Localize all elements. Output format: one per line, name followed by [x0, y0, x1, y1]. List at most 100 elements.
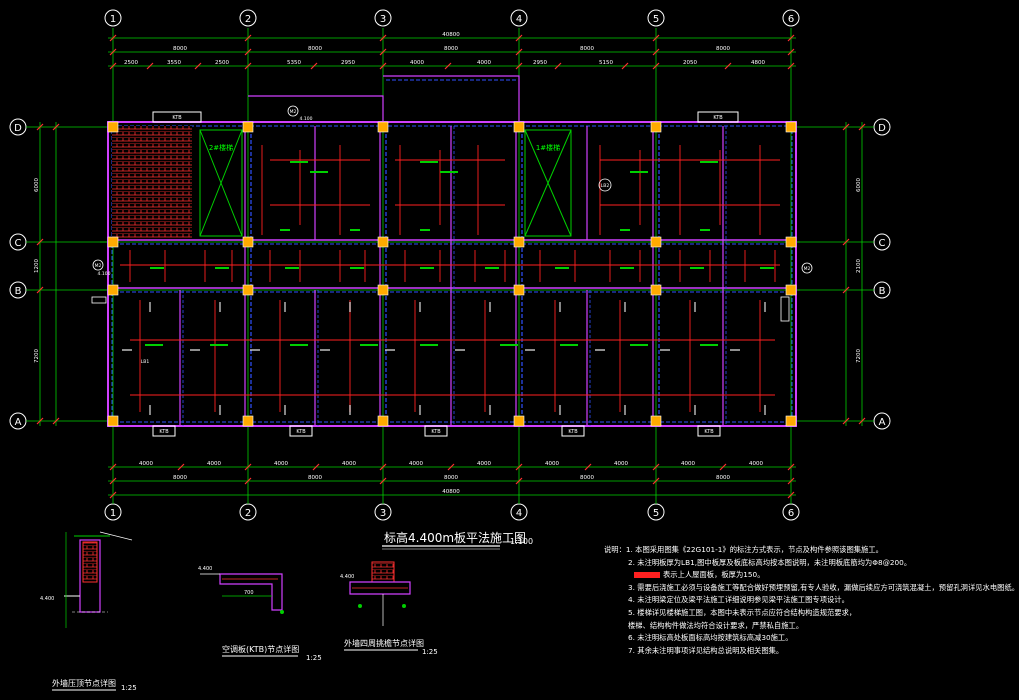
hatched-slab-zone	[112, 126, 192, 238]
detail-level: 4.400	[40, 596, 54, 602]
grid-label-6-bottom: 6	[788, 508, 794, 519]
grid-label-d-right: D	[878, 123, 886, 134]
ktb-top	[152, 111, 739, 437]
building-outline	[107, 75, 797, 427]
grid-label-1-bottom: 1	[110, 508, 116, 519]
dim-sub-top: 4000	[477, 60, 491, 66]
legend-swatch	[634, 572, 660, 579]
mark-label: M2	[290, 109, 297, 115]
note-item: 1. 本图采用图集《22G101-1》的标注方式表示，节点及构件参照该图集施工。	[625, 545, 883, 554]
grid-label-2-top: 2	[245, 14, 251, 25]
grid-label-d-left: D	[14, 123, 22, 134]
stair-label-1: 1#楼梯	[536, 143, 560, 152]
dim-bay-bottom: 8000	[580, 475, 594, 481]
grid-label-1-top: 1	[110, 14, 116, 25]
dim-sub-bottom: 4000	[477, 461, 491, 467]
dim-left: 6000	[34, 178, 40, 192]
grid-label-5-bottom: 5	[653, 508, 659, 519]
dim-bay-bottom: 8000	[444, 475, 458, 481]
grid-label-2-bottom: 2	[245, 508, 251, 519]
dim-sub-bottom: 4000	[207, 461, 221, 467]
stair-label-2: 2#楼梯	[209, 143, 233, 152]
dim-right: 2100	[856, 259, 862, 273]
grid-label-4-top: 4	[516, 14, 522, 25]
slab-label-lb2: LB2	[601, 183, 610, 189]
notes-label: 说明：	[604, 545, 626, 554]
ktb-label: KTB	[431, 429, 441, 435]
legend-text: 表示上人屋面板，板厚为150。	[663, 570, 765, 580]
columns	[107, 121, 797, 427]
drawing-title: 标高4.400m板平法施工图	[384, 530, 526, 545]
ktb-label: KTB	[296, 429, 306, 435]
dim-sub-top: 2950	[341, 60, 355, 66]
dim-bay-top: 8000	[308, 46, 322, 52]
note-item: 4. 未注明梁定位及梁平法施工详细说明参见梁平法施工图专项设计。	[628, 595, 849, 605]
dim-bay-top: 8000	[580, 46, 594, 52]
cad-drawing: 1 2 3 4 5 6 1 2 3 4 5 6 D C B A D C B A	[9, 9, 891, 692]
detail-title: 空调板(KTB)节点详图	[222, 644, 299, 654]
dim-right: 7200	[856, 349, 862, 363]
grid-label-5-top: 5	[653, 14, 659, 25]
note-item: 6. 未注明标高处板面标高均按建筑标高减30施工。	[628, 633, 793, 643]
dim-bay-bottom: 8000	[173, 475, 187, 481]
grid-axes-top	[104, 9, 800, 27]
ktb-label: KTB	[713, 115, 723, 121]
dim-sub-bottom: 4000	[681, 461, 695, 467]
grid-label-3-top: 3	[380, 14, 386, 25]
note-item: 7. 其余未注明事项详见结构总说明及相关图集。	[628, 645, 784, 655]
dim-sub-bottom: 4000	[139, 461, 153, 467]
dim-sub-top: 2950	[533, 60, 547, 66]
dim-sub-top: 2050	[683, 60, 697, 66]
grid-label-c-left: C	[15, 238, 22, 249]
grid-label-6-top: 6	[788, 14, 794, 25]
detail-dim: 700	[244, 590, 254, 596]
detail-eave	[349, 561, 411, 626]
dim-sub-top: 4800	[751, 60, 765, 66]
dim-total-top: 40800	[442, 32, 460, 38]
grid-label-c-right: C	[879, 238, 886, 249]
dim-sub-bottom: 4000	[614, 461, 628, 467]
dim-sub-top: 4000	[410, 60, 424, 66]
level-label: 4.100	[300, 116, 313, 122]
dim-sub-bottom: 4000	[409, 461, 423, 467]
dim-left: 7200	[34, 349, 40, 363]
dim-bay-bottom: 8000	[716, 475, 730, 481]
dim-bay-top: 8000	[716, 46, 730, 52]
dim-bay-bottom: 8000	[308, 475, 322, 481]
dimension-lines	[26, 28, 874, 504]
detail-parapet	[64, 531, 133, 628]
dim-left: 1200	[34, 259, 40, 273]
detail-level: 4.400	[198, 566, 212, 572]
dim-sub-bottom: 4000	[342, 461, 356, 467]
grid-label-3-bottom: 3	[380, 508, 386, 519]
level-label: 4.100	[98, 271, 111, 277]
note-item: 楼梯、结构构件做法均符合设计要求，严禁私自施工。	[628, 620, 804, 630]
ktb-label: KTB	[172, 115, 182, 121]
grid-label-b-right: B	[879, 286, 886, 297]
dim-sub-top: 5150	[599, 60, 613, 66]
mark-label: M2	[95, 263, 102, 269]
detail-scale: 1:25	[422, 648, 438, 656]
dim-bay-top: 8000	[173, 46, 187, 52]
note-item: 3. 需要后浇施工必须与设备施工等配合做好预埋预留,有专人验收，漏做后续应方可浇…	[628, 582, 1019, 592]
detail-scale: 1:25	[306, 654, 322, 662]
slab-label-lb1: LB1	[141, 359, 150, 365]
ktb-label: KTB	[159, 429, 169, 435]
grid-label-4-bottom: 4	[516, 508, 522, 519]
grid-label-a-right: A	[879, 417, 886, 428]
rebar-lines	[120, 145, 780, 412]
drawing-scale: 1:100	[510, 537, 533, 546]
detail-title: 外墙四周挑檐节点详图	[344, 638, 424, 648]
grid-label-a-left: A	[15, 417, 22, 428]
dim-sub-bottom: 4000	[749, 461, 763, 467]
grid-label-b-left: B	[15, 286, 22, 297]
detail-level: 4.400	[340, 574, 354, 580]
detail-title: 外墙压顶节点详图	[52, 678, 116, 688]
dim-sub-bottom: 4000	[274, 461, 288, 467]
mark-label: M2	[804, 266, 811, 272]
dim-sub-top: 2500	[215, 60, 229, 66]
dim-right: 6000	[856, 178, 862, 192]
stair-wells	[199, 129, 572, 237]
note-item: 5. 楼梯详见楼梯施工图，本图中未表示节点应符合结构构造规范要求，	[628, 607, 857, 617]
note-item: 2. 未注明板厚为LB1,图中板厚及板底标高均按本图说明，未注明板底筋均为Φ8@…	[628, 557, 912, 567]
